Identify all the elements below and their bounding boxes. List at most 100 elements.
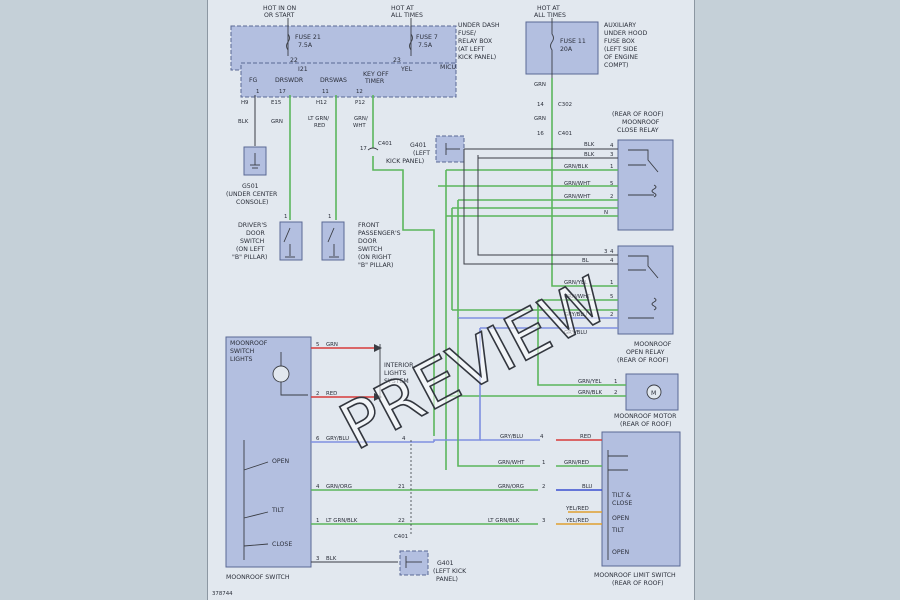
limit-pin-4: 4: [540, 434, 544, 440]
limit-right-red: RED: [580, 434, 591, 440]
open-wire-2: BL: [582, 258, 589, 264]
close-wire-2: BLK: [584, 152, 595, 158]
open-wire-1: 3: [604, 249, 607, 255]
msw-far-4: 4: [402, 436, 406, 442]
motor-title-1: MOONROOF MOTOR: [614, 413, 677, 420]
micu-label: MICU: [440, 64, 456, 71]
aux-hot-label-2: ALL TIMES: [534, 12, 566, 19]
msw-pin-1: 1: [316, 518, 319, 524]
open-relay-title-3: (REAR OF ROOF): [617, 357, 669, 364]
motor-title-2: (REAR OF ROOF): [620, 421, 672, 428]
open-wire-4: GRN/WHT: [564, 294, 591, 300]
interior-lights-2: LIGHTS: [384, 370, 406, 377]
conn-h12: H12: [316, 100, 327, 106]
wire-grn-wht-1: GRN/: [354, 116, 368, 122]
g401a-loc-2: KICK PANEL): [386, 158, 424, 165]
hot-all-times-label-2: ALL TIMES: [391, 12, 423, 19]
close-pin-2: 3: [610, 152, 613, 158]
open-wire-6: GRY/BLU: [564, 330, 587, 336]
passenger-switch-label-4: SWITCH: [358, 246, 383, 253]
msw-lights-1: MOONROOF: [230, 340, 268, 347]
micu-timer-label: TIMER: [364, 78, 385, 85]
msw-lights-3: LIGHTS: [230, 356, 252, 363]
fuse21-label: FUSE 21: [295, 34, 321, 41]
close-pin-3: 1: [610, 164, 613, 170]
msw-title: MOONROOF SWITCH: [226, 574, 290, 581]
pin-17-label: 17: [360, 146, 367, 152]
limit-pos-tiltclose-2: CLOSE: [612, 500, 632, 507]
motor-wire-2: GRN/BLK: [578, 390, 602, 396]
msw-wire-grn: GRN: [326, 342, 338, 348]
driver-door-switch: 1 DRIVER'S DOOR SWITCH (ON LEFT "B" PILL…: [232, 214, 303, 261]
micu-fg-label: FG: [249, 77, 258, 84]
pin-i21-label: I21: [298, 66, 308, 73]
limit-pos-tiltclose-1: TILT &: [611, 492, 631, 499]
driver-switch-label-2: DOOR: [246, 230, 266, 237]
aux-label-1: AUXILIARY: [604, 22, 636, 29]
conn-p12: P12: [355, 100, 365, 106]
limit-right-yelred-2: YEL/RED: [565, 518, 589, 524]
msw-lights-2: SWITCH: [230, 348, 255, 355]
driver-switch-pin: 1: [284, 214, 287, 220]
interior-lights-1: INTERIOR: [384, 362, 414, 369]
passenger-switch-label-1: FRONT: [358, 222, 379, 229]
limit-right-yelred-1: YEL/RED: [565, 506, 589, 512]
open-wire-3: GRN/YEL: [564, 280, 587, 286]
c302-label: C302: [558, 102, 572, 108]
g401b-loc-2: PANEL): [436, 576, 458, 583]
msw-wire-grnorg: GRN/ORG: [326, 484, 352, 490]
g401b-loc-1: (LEFT KICK: [433, 568, 467, 575]
limit-left-4: LT GRN/BLK: [488, 518, 520, 524]
motor-symbol: M: [651, 390, 656, 397]
open-relay-title-1: MOONROOF: [634, 341, 672, 348]
fuse11-rating: 20A: [560, 46, 573, 53]
yel-label: YEL: [400, 66, 413, 73]
under-dash-label-2: FUSE/: [458, 30, 477, 37]
passenger-switch-pin: 1: [328, 214, 331, 220]
close-pin-4: 5: [610, 181, 613, 187]
micu-drswdr-label: DRSWDR: [275, 77, 304, 84]
hot-run-start-label-2: OR START: [264, 12, 294, 19]
limit-left-3: GRN/ORG: [498, 484, 524, 490]
wire-grn-wht-2: WHT: [353, 123, 366, 129]
driver-switch-label-1: DRIVER'S: [238, 222, 267, 229]
close-wire-1: BLK: [584, 142, 595, 148]
g501-location-1: (UNDER CENTER: [226, 191, 278, 198]
g501-location-2: CONSOLE): [236, 199, 268, 206]
interior-lights-3: SYSTEM: [384, 378, 409, 385]
pin-23-label: 23: [393, 57, 401, 64]
motor-wire-1: GRN/YEL: [578, 379, 601, 385]
pin-22-label: 22: [290, 57, 298, 64]
hot-all-times-label-1: HOT AT: [391, 5, 414, 12]
open-pin-3: 1: [610, 280, 613, 286]
conn-h9: H9: [241, 100, 249, 106]
fuse21-rating: 7.5A: [298, 42, 313, 49]
close-relay-title-1: (REAR OF ROOF): [612, 111, 664, 118]
driver-switch-label-3: SWITCH: [240, 238, 265, 245]
wire-blk-g501: BLK: [238, 119, 249, 125]
under-dash-label-5: KICK PANEL): [458, 54, 496, 61]
close-relay-title-2: MOONROOF: [622, 119, 660, 126]
motor-pin-2: 2: [614, 390, 617, 396]
aux-label-5: OF ENGINE: [604, 54, 638, 61]
msw-far-22: 22: [398, 518, 405, 524]
close-pin-1: 4: [610, 143, 614, 149]
close-wire-6: N: [604, 210, 608, 216]
under-dash-label-4: (AT LEFT: [458, 46, 485, 53]
fuse7-rating: 7.5A: [418, 42, 433, 49]
conn-e15: E15: [271, 100, 281, 106]
moonroof-motor: M MOONROOF MOTOR (REAR OF ROOF): [614, 373, 679, 428]
aux-fuse-box: HOT AT ALL TIMES FUSE 11 20A AUXILIARY U…: [525, 5, 647, 78]
close-wire-5: GRN/WHT: [564, 194, 591, 200]
pin-14-label: 14: [537, 102, 544, 108]
open-pin-2: 4: [610, 258, 614, 264]
g401b-label: G401: [437, 560, 454, 567]
close-wire-4: GRN/WHT: [564, 181, 591, 187]
g401-ground-a: G401 (LEFT KICK PANEL): [386, 135, 465, 165]
msw-wire-blk: BLK: [326, 556, 337, 562]
under-dash-label-1: UNDER DASH: [458, 22, 500, 29]
passenger-switch-label-2: PASSENGER'S: [358, 230, 401, 237]
micu-pin-11: 11: [322, 89, 329, 95]
limit-left-2: GRN/WHT: [498, 460, 525, 466]
msw-pin-4: 4: [316, 484, 320, 490]
